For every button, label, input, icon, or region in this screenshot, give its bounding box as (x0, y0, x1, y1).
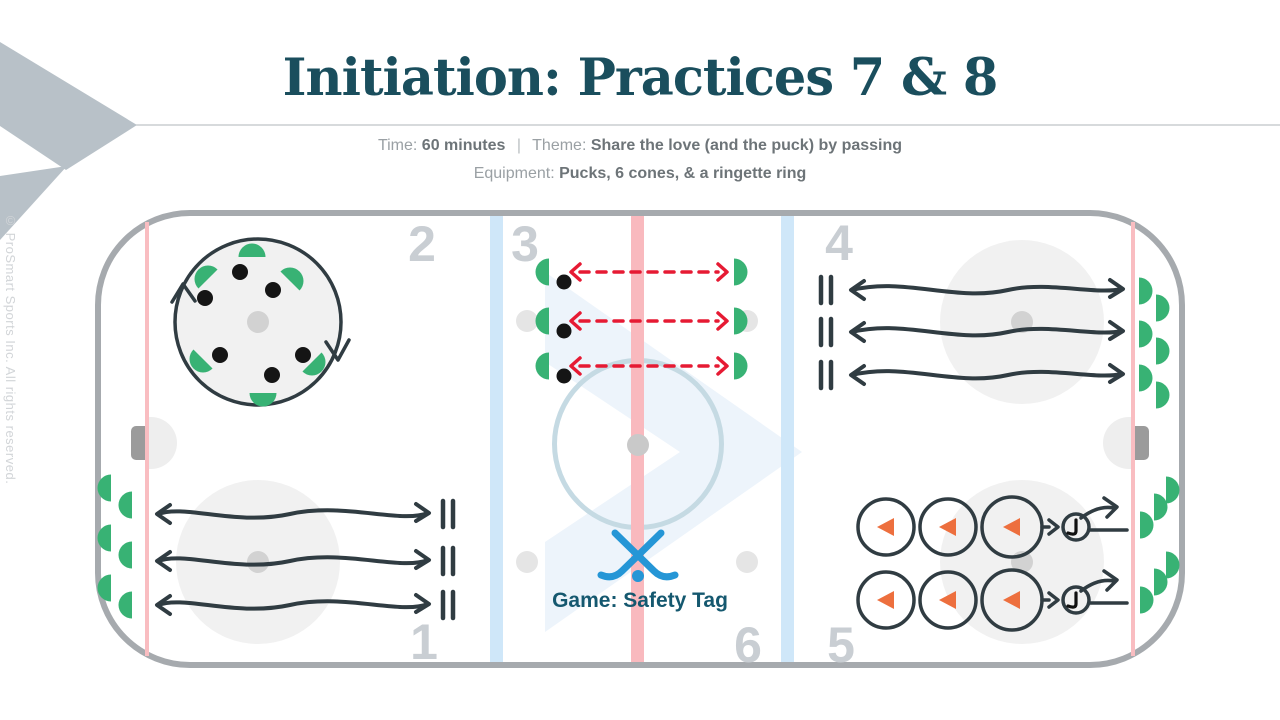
goal-line-right (1131, 222, 1135, 656)
faceoff-dot-bottom-left (247, 551, 269, 573)
time-value: 60 minutes (421, 137, 506, 154)
meta-separator: | (516, 137, 521, 154)
blue-line-left (490, 216, 503, 662)
equipment-value: Pucks, 6 cones, & a ringette ring (559, 165, 807, 182)
header-divider (136, 124, 1280, 126)
goal-net-left (131, 426, 147, 460)
goal-line-left (145, 222, 149, 656)
game-label: Game: Safety Tag (552, 589, 728, 612)
faceoff-dot-bottom-right (1011, 551, 1033, 573)
time-label: Time: (377, 137, 418, 154)
faceoff-dot-top-left (247, 311, 269, 333)
theme-value: Share the love (and the puck) by passing (590, 137, 903, 154)
faceoff-dot-top-right (1011, 311, 1033, 333)
zone-number-4: 4 (825, 215, 853, 271)
equipment-label: Equipment: (473, 165, 555, 182)
goal-net-right (1133, 426, 1149, 460)
neutral-dot-top-left (516, 310, 538, 332)
logo-chevron-upper-band (0, 42, 137, 170)
center-faceoff-dot (627, 434, 649, 456)
page-title: Initiation: Practices 7 & 8 (282, 48, 999, 108)
zone-number-5: 5 (827, 617, 855, 673)
zone-number-2: 2 (408, 216, 436, 272)
copyright-notice: © ProSmart Sports Inc. All rights reserv… (3, 213, 18, 485)
theme-label: Theme: (532, 137, 587, 154)
neutral-dot-bottom-right (736, 551, 758, 573)
equipment-meta-line: Equipment: Pucks, 6 cones, & a ringette … (0, 165, 1280, 183)
logo-chevron-lower-band (0, 166, 67, 240)
practice-meta-line: Time: 60 minutes | Theme: Share the love… (0, 137, 1280, 155)
zone-number-3: 3 (511, 216, 539, 272)
neutral-dot-bottom-left (516, 551, 538, 573)
neutral-dot-top-right (736, 310, 758, 332)
zone-number-6: 6 (734, 617, 762, 673)
zone-number-1: 1 (410, 614, 438, 670)
prosmart-logo-chevron-icon (0, 42, 137, 240)
blue-line-right (781, 216, 794, 662)
